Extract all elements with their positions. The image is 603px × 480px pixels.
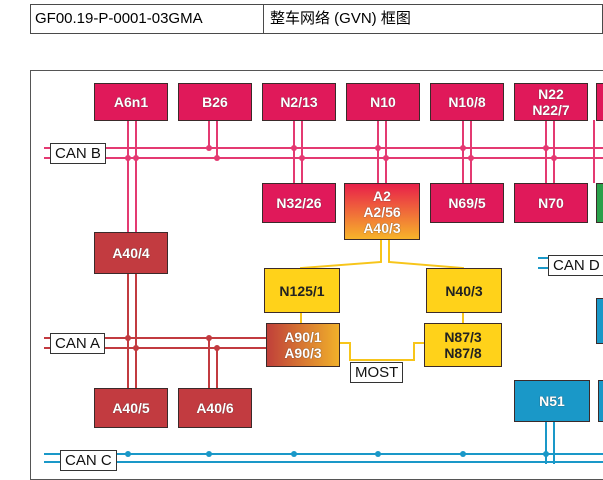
node-b26: B26 bbox=[178, 83, 252, 121]
can-c-junctions bbox=[125, 451, 549, 457]
can-c-bus bbox=[44, 422, 603, 464]
node-partial-right bbox=[596, 83, 603, 121]
node-n51: N51 bbox=[514, 380, 590, 422]
node-partial-blue-2 bbox=[598, 380, 603, 422]
bus-wiring bbox=[44, 120, 603, 464]
node-n40-3: N40/3 bbox=[426, 268, 502, 313]
can-b-label: CAN B bbox=[50, 143, 106, 164]
document-title: 整车网络 (GVN) 框图 bbox=[270, 10, 411, 27]
document-code: GF00.19-P-0001-03GMA bbox=[31, 5, 264, 33]
node-n69-5: N69/5 bbox=[430, 183, 504, 223]
node-n125-1: N125/1 bbox=[264, 268, 340, 313]
most-label: MOST bbox=[350, 362, 404, 383]
can-c-label: CAN C bbox=[60, 450, 117, 471]
can-a-junctions bbox=[125, 335, 220, 351]
node-n70: N70 bbox=[514, 183, 588, 223]
can-b-bus bbox=[44, 120, 603, 232]
node-a6n1: A6n1 bbox=[94, 83, 168, 121]
node-a40-5: A40/5 bbox=[94, 388, 168, 428]
node-n10-8: N10/8 bbox=[430, 83, 504, 121]
node-a40-4: A40/4 bbox=[94, 232, 168, 274]
node-partial-green bbox=[596, 183, 603, 223]
node-a40-6: A40/6 bbox=[178, 388, 252, 428]
can-a-label: CAN A bbox=[50, 333, 106, 354]
node-n32-26: N32/26 bbox=[262, 183, 336, 223]
can-b-junctions bbox=[125, 145, 557, 161]
node-partial-blue bbox=[596, 298, 603, 344]
node-n2-13: N2/13 bbox=[262, 83, 336, 121]
can-a-bus bbox=[44, 274, 270, 388]
can-d-label: CAN D bbox=[548, 255, 603, 276]
node-n10: N10 bbox=[346, 83, 420, 121]
document-header: GF00.19-P-0001-03GMA 整车网络 (GVN) 框图 bbox=[30, 4, 603, 34]
